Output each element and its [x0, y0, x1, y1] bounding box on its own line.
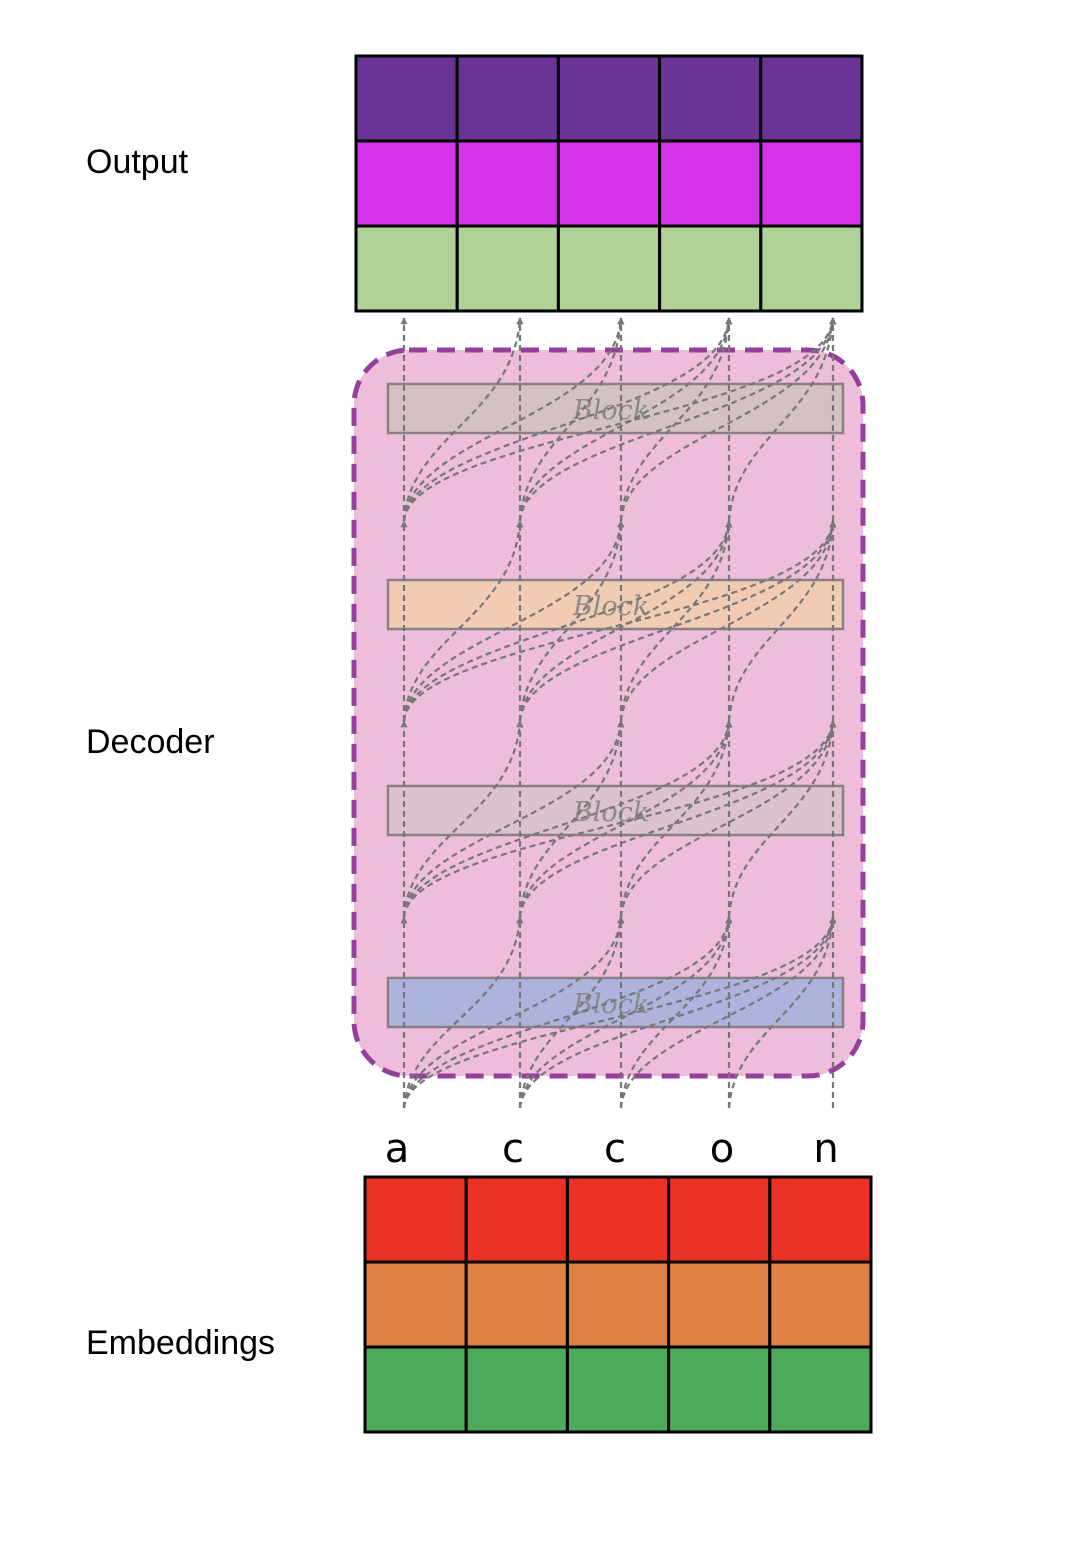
output-cell [658, 54, 763, 143]
embedding-cell [363, 1345, 468, 1434]
output-cell [658, 139, 763, 228]
attention-arrow [402, 317, 625, 522]
block [386, 578, 845, 631]
attention-arrow [727, 916, 837, 1109]
embedding-cell [667, 1175, 772, 1264]
attention-arrow [727, 520, 837, 722]
attention-arrow [518, 520, 837, 722]
attention-arrow [402, 720, 837, 918]
attention-arrow [402, 317, 837, 522]
attention-arrow [518, 916, 733, 1109]
attention-arrow [518, 317, 837, 522]
attention-arrow [518, 520, 625, 722]
token-label: n [813, 1126, 838, 1172]
attention-arrow [402, 520, 837, 722]
embedding-cell [565, 1345, 671, 1434]
token-label: c [604, 1126, 626, 1172]
embedding-cell [363, 1175, 468, 1264]
attention-arrow [518, 720, 625, 918]
embedding-cell [667, 1345, 772, 1434]
block [386, 976, 845, 1029]
block-label: Block [572, 395, 649, 426]
attention-arrow [619, 916, 837, 1109]
output-label: Output [86, 143, 189, 181]
block [386, 784, 845, 837]
attention-arrow [619, 720, 733, 918]
attention-arrow [727, 720, 837, 918]
output-cell [556, 139, 662, 228]
output-cell [354, 224, 459, 313]
decoder-box [351, 347, 866, 1079]
attention-arrow [518, 720, 837, 918]
attention-arrow [402, 520, 524, 722]
attention-arrow [619, 520, 733, 722]
output-cell [556, 54, 662, 143]
attention-arrow [402, 916, 837, 1109]
output-cell [556, 224, 662, 313]
output-cell [759, 139, 864, 228]
embedding-cell [464, 1175, 569, 1264]
output-cell [658, 224, 763, 313]
embedding-cell [464, 1260, 569, 1349]
embedding-cell [565, 1260, 671, 1349]
attention-arrow [402, 520, 625, 722]
attention-arrow [402, 916, 625, 1109]
embedding-cell [768, 1175, 873, 1264]
attention-arrow [518, 720, 733, 918]
output-cell [759, 224, 864, 313]
embeddings-label: Embeddings [86, 1324, 276, 1362]
token-label: c [502, 1126, 524, 1172]
embedding-cell [464, 1345, 569, 1434]
output-cell [455, 54, 560, 143]
output-cell [354, 54, 459, 143]
output-cell [455, 224, 560, 313]
attention-arrow [402, 720, 625, 918]
output-cell [759, 54, 864, 143]
attention-connections [400, 317, 837, 1109]
output-cell [455, 139, 560, 228]
block-label: Block [572, 989, 649, 1020]
attention-arrow [402, 916, 733, 1109]
attention-arrow [402, 916, 524, 1109]
attention-arrow [518, 520, 733, 722]
token-label: o [710, 1126, 734, 1172]
attention-arrow [402, 720, 524, 918]
embedding-cell [768, 1260, 873, 1349]
attention-arrow [619, 520, 837, 722]
attention-arrow [518, 916, 837, 1109]
attention-arrow [402, 720, 733, 918]
output-grid [354, 54, 864, 313]
decoder-label: Decoder [86, 723, 215, 761]
attention-arrow [402, 317, 524, 522]
attention-arrow [619, 720, 837, 918]
block-label: Block [572, 797, 649, 828]
output-cell [354, 139, 459, 228]
embedding-cell [768, 1345, 873, 1434]
attention-arrow [518, 317, 625, 522]
embedding-cell [363, 1260, 468, 1349]
attention-arrow [619, 317, 837, 522]
token-label: a [385, 1126, 410, 1172]
block-label: Block [572, 591, 649, 622]
attention-arrow [518, 317, 733, 522]
embedding-grid [363, 1175, 873, 1434]
embedding-cell [667, 1260, 772, 1349]
attention-arrow [727, 317, 837, 522]
attention-arrow [619, 916, 733, 1109]
attention-arrow [402, 520, 733, 722]
embedding-cell [565, 1175, 671, 1264]
